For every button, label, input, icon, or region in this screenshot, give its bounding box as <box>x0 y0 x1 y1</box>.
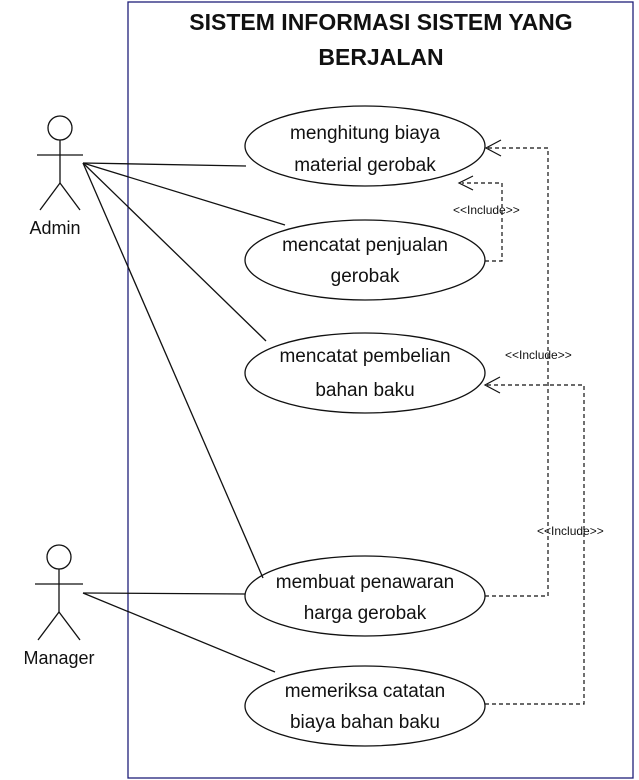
actor-admin-head <box>47 115 73 141</box>
use-case-uc3[interactable]: mencatat pembelian bahan baku <box>244 332 486 414</box>
system-title-line2: BERJALAN <box>318 44 443 70</box>
assoc-manager-uc4 <box>82 592 246 595</box>
uc3-label-line1: mencatat pembelian <box>279 346 450 367</box>
actor-manager-head <box>46 544 72 570</box>
include-arrowhead-3 <box>483 376 501 394</box>
assoc-manager-uc5 <box>82 592 276 673</box>
include-label-2: <<Include>> <box>505 348 572 362</box>
include-uc5-uc3: <<Include>> <box>483 376 604 705</box>
uc4-label-line1: membuat penawaran <box>276 572 455 593</box>
use-case-uc4[interactable]: membuat penawaran harga gerobak <box>244 555 486 637</box>
include-uc2-uc1: <<Include>> <box>453 175 520 262</box>
use-case-uc2[interactable]: mencatat penjualan gerobak <box>244 219 486 301</box>
include-arrowhead-2 <box>484 139 502 157</box>
uc2-label-line2: gerobak <box>331 266 400 287</box>
use-case-uc1[interactable]: menghitung biaya material gerobak <box>244 105 486 187</box>
include-label-3: <<Include>> <box>537 524 604 538</box>
include-arrowhead-1 <box>457 175 474 191</box>
uc2-label-line1: mencatat penjualan <box>282 235 448 256</box>
include-label-1: <<Include>> <box>453 203 520 217</box>
assoc-admin-uc4 <box>82 162 264 579</box>
include-uc4-uc1: <<Include>> <box>484 139 572 597</box>
uc3-label-line2: bahan baku <box>315 380 414 401</box>
use-case-uc5[interactable]: memeriksa catatan biaya bahan baku <box>244 665 486 747</box>
actor-admin-label: Admin <box>29 218 80 238</box>
uc4-label-line2: harga gerobak <box>304 603 427 624</box>
uc5-label-line2: biaya bahan baku <box>290 712 440 733</box>
associations <box>82 162 286 673</box>
assoc-admin-uc1 <box>82 162 247 167</box>
actor-admin[interactable]: Admin <box>29 115 83 238</box>
assoc-admin-uc2 <box>82 162 286 226</box>
uc5-label-line1: memeriksa catatan <box>285 681 446 702</box>
actor-manager-label: Manager <box>23 648 94 668</box>
assoc-admin-uc3 <box>82 162 267 342</box>
uc1-label-line1: menghitung biaya <box>290 123 440 144</box>
system-title-line1: SISTEM INFORMASI SISTEM YANG <box>189 9 572 35</box>
actor-manager[interactable]: Manager <box>23 544 95 668</box>
uc1-label-line2: material gerobak <box>294 155 436 176</box>
system-boundary <box>127 1 634 779</box>
